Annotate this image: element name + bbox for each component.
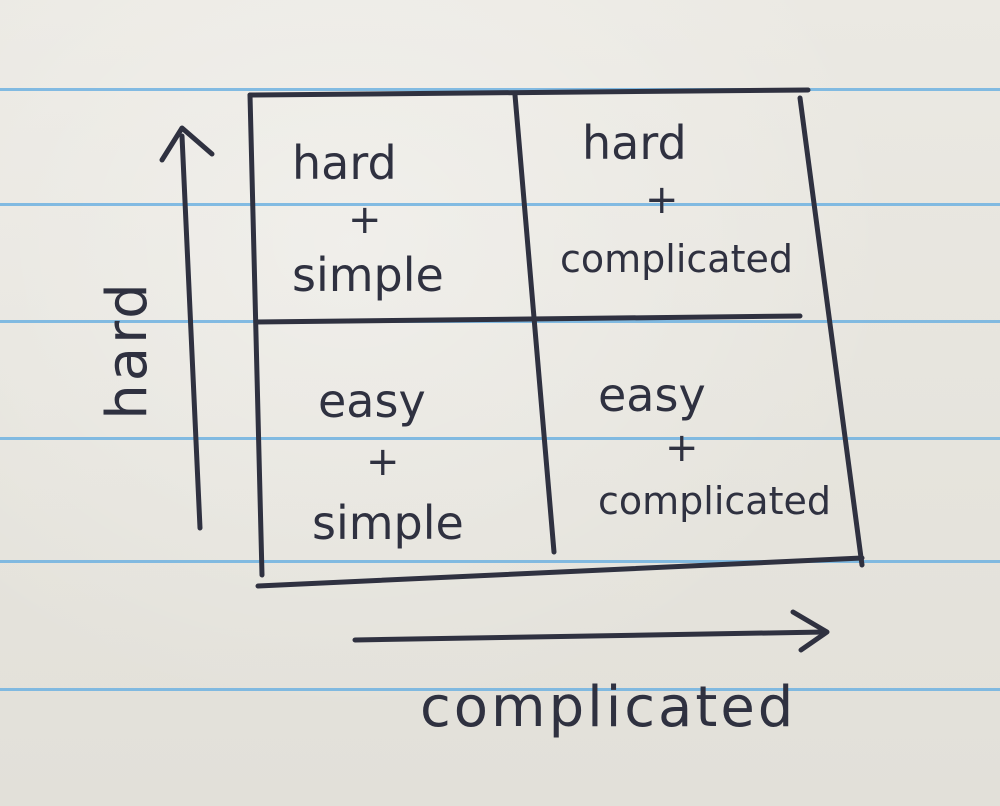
quadrant-bottom-right-line2: complicated	[598, 479, 831, 523]
paper-rule-line	[0, 560, 1000, 563]
paper-rule-line	[0, 688, 1000, 691]
paper-rule-line	[0, 88, 1000, 91]
quadrant-bottom-right-plus: +	[665, 425, 699, 471]
quadrant-bottom-right-line1: easy	[598, 368, 706, 422]
quadrant-top-right-plus: +	[645, 177, 679, 223]
x-axis-label: complicated	[420, 675, 797, 740]
grid-top-border	[247, 87, 811, 98]
paper-rule-line	[0, 437, 1000, 440]
grid-vertical-divider	[512, 92, 557, 555]
grid-bottom-border	[255, 555, 865, 589]
quadrant-top-right-line2: complicated	[560, 237, 793, 281]
y-axis-label: hard	[95, 280, 160, 420]
paper-rule-line	[0, 203, 1000, 206]
quadrant-top-left-plus: +	[348, 197, 382, 243]
grid-horizontal-divider	[253, 313, 803, 325]
quadrant-top-right-line1: hard	[582, 116, 687, 170]
y-axis-arrowhead	[159, 125, 215, 163]
x-axis-arrowhead	[790, 609, 830, 653]
quadrant-top-left-line2: simple	[292, 248, 444, 302]
grid-right-border	[797, 95, 865, 568]
x-axis-line	[352, 629, 828, 643]
quadrant-top-left-line1: hard	[292, 136, 397, 190]
grid-left-border	[247, 92, 265, 578]
y-axis-line	[179, 133, 203, 531]
quadrant-bottom-left-line1: easy	[318, 374, 426, 428]
quadrant-bottom-left-plus: +	[366, 439, 400, 485]
quadrant-bottom-left-line2: simple	[312, 496, 464, 550]
